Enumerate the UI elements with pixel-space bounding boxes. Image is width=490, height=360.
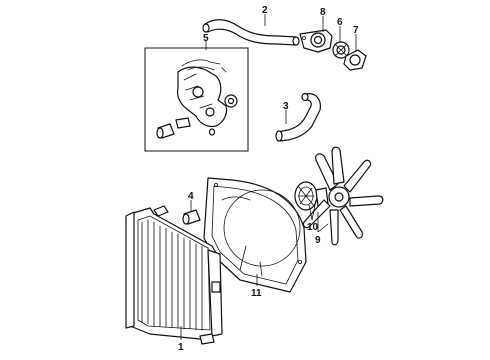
leader-lines: [180, 14, 357, 340]
drain-plug: [182, 209, 201, 225]
callout-6: 6: [337, 17, 343, 28]
thermostat-housing: [299, 29, 333, 53]
callout-10: 10: [307, 222, 319, 233]
leader-10b: [311, 199, 317, 221]
callout-9: 9: [315, 235, 321, 246]
fan-clutch: [294, 181, 329, 211]
callout-7: 7: [353, 25, 359, 36]
leader-10a: [308, 204, 313, 221]
fan-blade: [302, 146, 384, 246]
callout-11: 11: [251, 288, 262, 299]
leader-9b: [317, 223, 329, 233]
thermostat: [332, 41, 350, 59]
callout-2: 2: [262, 5, 268, 16]
callout-3: 3: [283, 101, 289, 112]
lower-hose: [275, 92, 321, 142]
thermostat-gasket: [343, 49, 367, 71]
callout-8: 8: [320, 7, 326, 18]
callouts: 2 8 6 7 5 3 4 10 9 11 1: [178, 5, 359, 353]
callout-5: 5: [203, 33, 209, 44]
upper-hose: [202, 19, 300, 46]
water-pump-box: [144, 47, 249, 152]
radiator: [125, 205, 223, 345]
callout-4: 4: [188, 191, 194, 202]
callout-1: 1: [178, 342, 184, 353]
fan-shroud: [203, 177, 307, 293]
